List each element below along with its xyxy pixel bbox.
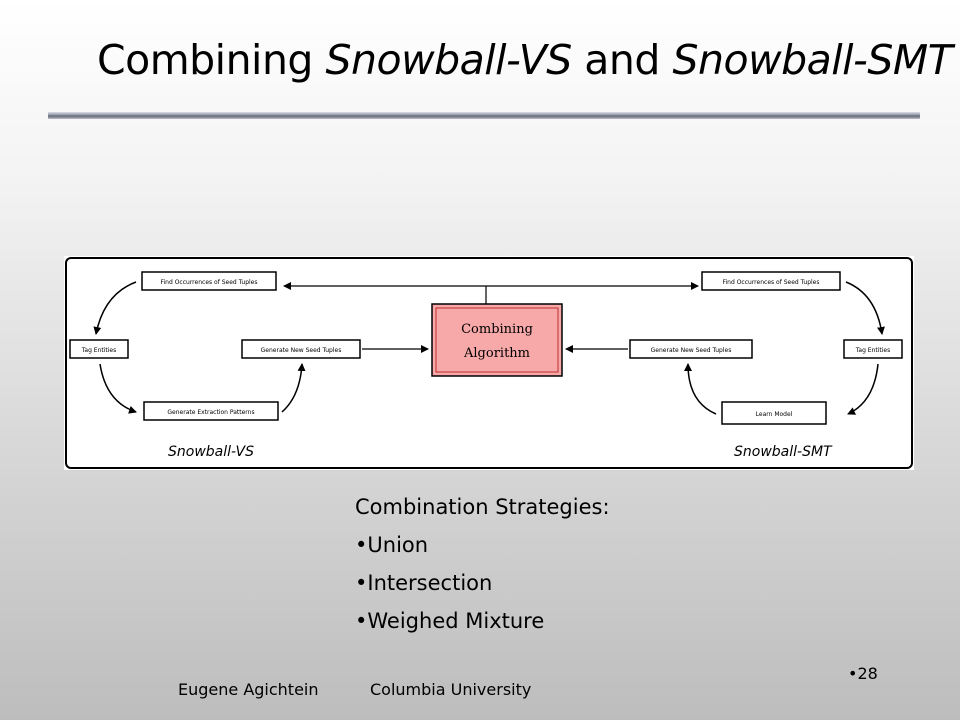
left-tag-box: Tag Entities: [69, 339, 129, 359]
footer-affiliation: Columbia University: [370, 680, 532, 699]
svg-text:Generate Extraction Patterns: Generate Extraction Patterns: [167, 409, 254, 416]
right-generate-tuples-box: Generate New Seed Tuples: [629, 339, 753, 359]
title-divider: [48, 112, 920, 119]
left-generate-patterns-box: Generate Extraction Patterns: [143, 401, 279, 421]
combining-algorithm-inner: [435, 307, 559, 373]
svg-text:Find Occurrences of Seed Tuple: Find Occurrences of Seed Tuples: [723, 279, 820, 286]
svg-text:Tag Entities: Tag Entities: [855, 347, 891, 354]
strategies-heading: Combination Strategies:: [355, 495, 610, 519]
right-learn-box: Learn Model: [721, 401, 827, 425]
left-find-box: Find Occurrences of Seed Tuples: [141, 271, 277, 291]
left-generate-tuples-box: Generate New Seed Tuples: [241, 339, 361, 359]
title-text-1: Combining: [97, 36, 326, 84]
label-snowball-vs: Snowball-VS: [168, 444, 254, 460]
svg-text:Find Occurrences of Seed Tuple: Find Occurrences of Seed Tuples: [161, 279, 258, 286]
svg-text:Generate New Seed Tuples: Generate New Seed Tuples: [261, 347, 342, 354]
footer-author: Eugene Agichtein: [178, 680, 319, 699]
strategy-weighed-mixture: •Weighed Mixture: [355, 609, 545, 633]
page-number: •28: [848, 664, 878, 683]
combining-algorithm-box: [431, 303, 563, 377]
left-arrow-tag-to-patterns: [99, 363, 137, 414]
title-text-snowball-vs: Snowball-VS: [325, 36, 573, 84]
outer-frame: [65, 257, 913, 469]
right-find-box: Find Occurrences of Seed Tuples: [701, 271, 841, 291]
right-arrow-find-to-tag: [845, 281, 885, 335]
left-arrow-find-to-tag: [93, 281, 137, 335]
strategy-union: •Union: [355, 533, 429, 557]
center-line-2: Algorithm: [463, 346, 530, 361]
svg-text:Generate New Seed Tuples: Generate New Seed Tuples: [651, 347, 732, 354]
strategy-intersection: •Intersection: [355, 571, 493, 595]
combination-strategies: Combination Strategies: •Union •Intersec…: [355, 488, 610, 640]
svg-text:Learn Model: Learn Model: [756, 411, 793, 418]
combining-diagram: Combining Algorithm Find Occurrences of …: [64, 256, 914, 470]
right-tag-box: Tag Entities: [843, 339, 903, 359]
title-text-2: and: [571, 36, 673, 84]
right-arrow-tag-to-learn: [847, 363, 879, 415]
left-arrow-patterns-to-tuples: [281, 363, 306, 413]
right-arrow-learn-to-tuples: [684, 363, 717, 415]
slide-title: Combining Snowball-VS and Snowball-SMT: [97, 36, 953, 84]
title-text-snowball-smt: Snowball-SMT: [672, 36, 953, 84]
diagram-svg: Combining Algorithm Find Occurrences of …: [65, 257, 913, 469]
label-snowball-smt: Snowball-SMT: [734, 444, 833, 460]
center-line-1: Combining: [461, 322, 533, 337]
svg-text:Tag Entities: Tag Entities: [81, 347, 117, 354]
